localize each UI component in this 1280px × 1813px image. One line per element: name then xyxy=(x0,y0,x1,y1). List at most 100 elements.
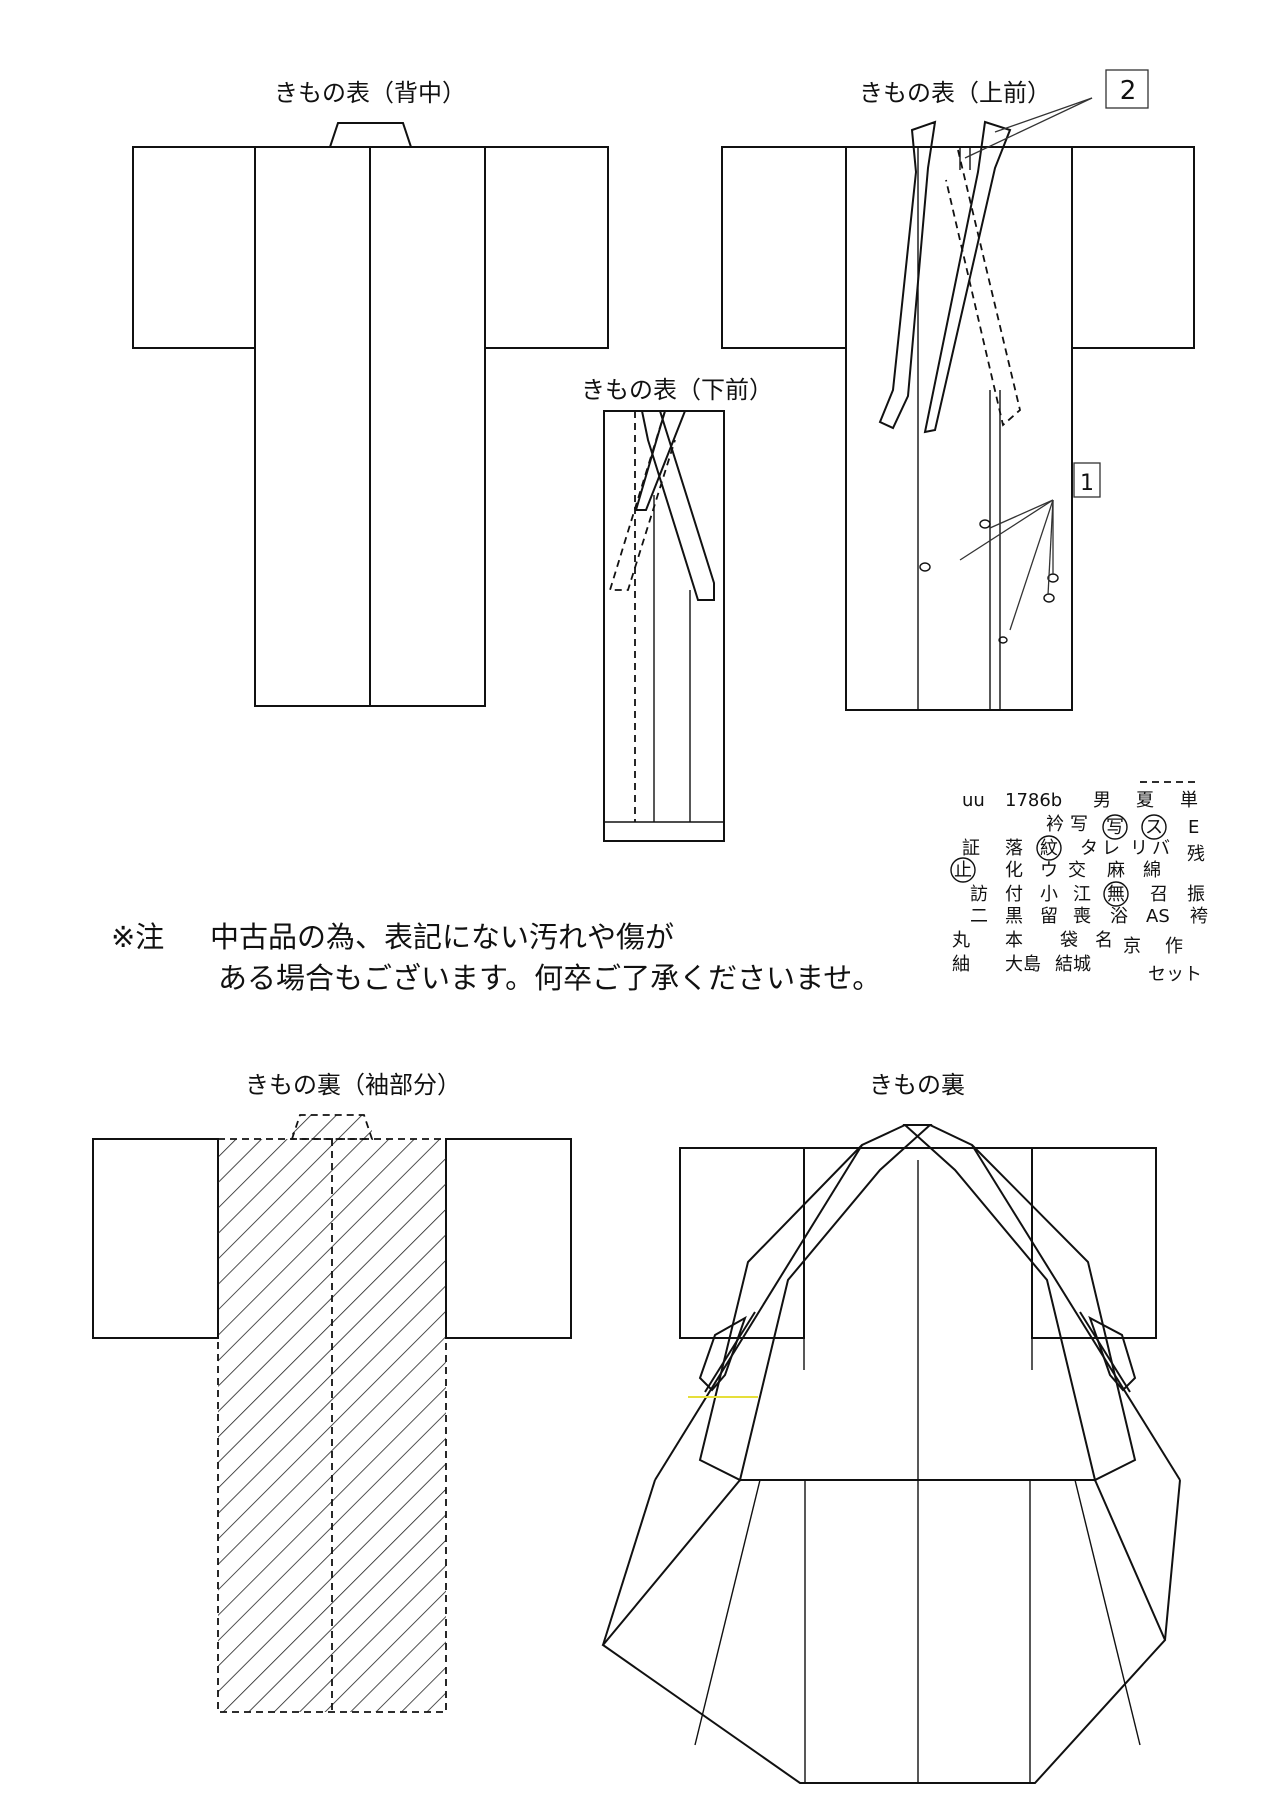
panel-seam xyxy=(1074,1479,1141,1746)
code-cell: 結城 xyxy=(1055,954,1091,975)
left-sleeve xyxy=(132,146,256,349)
code-cell: 紋 xyxy=(1040,838,1058,859)
code-cell: 化 xyxy=(1005,860,1023,881)
code-cell: ス xyxy=(1145,817,1163,838)
collar-band-right xyxy=(902,1124,1137,1482)
collar-band-edge xyxy=(1079,1311,1131,1393)
code-cell: 付 xyxy=(1005,884,1023,905)
flared-hem xyxy=(601,1479,1167,1784)
code-cell: 衿 xyxy=(1046,814,1064,835)
code-cell: 綿 xyxy=(1143,860,1161,881)
stain-mark xyxy=(1043,593,1055,603)
code-cell: 小 xyxy=(1040,884,1058,905)
collar-band xyxy=(923,120,1012,434)
note-line-2: ある場合もございます。何卒ご了承くださいませ。 xyxy=(218,961,881,995)
selected-circle xyxy=(1102,814,1128,840)
stain-mark xyxy=(979,519,991,529)
right-sleeve xyxy=(445,1138,572,1339)
selected-circle xyxy=(1141,814,1167,840)
item-code-grid: uu 1786b 男 夏 単 衿 写 写 ス E 証 落 紋 タ レ リ バ 残… xyxy=(950,781,1208,985)
code-cell: リ xyxy=(1130,838,1148,859)
title-lining: きもの裏 xyxy=(869,1071,965,1099)
code-cell: 落 xyxy=(1005,838,1023,859)
body-panel xyxy=(845,146,1073,711)
overlap-dashed xyxy=(608,410,676,591)
code-cell: ウ xyxy=(1040,860,1058,881)
under-collar-dashed xyxy=(945,149,1022,427)
collar-outer-left xyxy=(602,1479,656,1646)
pointer-line-2 xyxy=(964,97,1093,159)
code-cell: 残 xyxy=(1187,844,1205,865)
code-cell: レ xyxy=(1102,838,1120,859)
code-cell: AS xyxy=(1146,906,1170,927)
code-cell: 黒 xyxy=(1005,906,1023,927)
collar-band-edge xyxy=(704,1311,756,1393)
note-prefix: ※注 xyxy=(111,920,164,954)
collar-band-left xyxy=(698,1124,933,1482)
code-cell: 1786b xyxy=(1005,790,1062,811)
panel-seam xyxy=(694,1479,761,1746)
code-cell: 無 xyxy=(1107,884,1125,905)
title-lower-front: きもの表（下前） xyxy=(581,376,773,404)
note-line-1: 中古品の為、表記にない汚れや傷が xyxy=(210,920,674,954)
code-cell: 本 xyxy=(1005,930,1023,951)
stain-mark xyxy=(919,562,931,572)
code-cell: 丸 xyxy=(952,930,970,951)
code-cell: 夏 xyxy=(1136,790,1154,811)
code-cell: 単 xyxy=(1180,790,1198,811)
collar-tab xyxy=(328,122,413,148)
code-cell: 交 xyxy=(1068,860,1086,881)
usage-note: ※注 中古品の為、表記にない汚れや傷が ある場合もございます。何卒ご了承ください… xyxy=(111,920,881,995)
pointer-line-1 xyxy=(1009,499,1054,631)
code-cell: 証 xyxy=(962,838,980,859)
selected-circle xyxy=(950,857,976,883)
hatched-collar-area xyxy=(292,1115,372,1139)
code-cell: 止 xyxy=(954,860,972,881)
code-cell: 召 xyxy=(1150,884,1168,905)
code-cell: 写 xyxy=(1070,814,1088,835)
right-sleeve xyxy=(484,146,609,349)
code-cell: セット xyxy=(1148,964,1202,985)
collar-band xyxy=(640,410,715,601)
code-cell: 男 xyxy=(1093,790,1111,811)
title-lining-sleeve: きもの裏（袖部分） xyxy=(245,1071,461,1099)
code-cell: 袴 xyxy=(1190,906,1208,927)
code-cell: 名 xyxy=(1095,930,1113,951)
stain-mark xyxy=(998,636,1008,644)
collar-band xyxy=(634,410,687,511)
left-sleeve xyxy=(721,146,847,349)
collar-dashed xyxy=(290,1114,374,1140)
pointer-line-1 xyxy=(959,499,1054,561)
collar-band-left-tab xyxy=(698,1315,747,1392)
code-cell: E xyxy=(1188,817,1199,838)
kimono-upper-front-diagram: きもの表（上前） 2 1 xyxy=(721,69,1195,711)
marker-box-1 xyxy=(1073,462,1101,498)
pointer-line-1 xyxy=(1047,499,1054,596)
code-cell: 二 xyxy=(970,906,988,927)
code-cell: 浴 xyxy=(1110,906,1128,927)
code-cell: 紬 xyxy=(952,954,970,975)
pointer-line-2 xyxy=(994,97,1093,133)
left-sleeve xyxy=(92,1138,219,1339)
selected-circle xyxy=(1036,835,1062,861)
collar-outer-right xyxy=(1164,1479,1181,1641)
code-cell: 袋 xyxy=(1060,930,1078,951)
code-cell: バ xyxy=(1152,838,1170,859)
code-cell: 写 xyxy=(1106,817,1124,838)
marker-box-2 xyxy=(1105,69,1149,109)
kimono-lower-front-diagram: きもの表（下前） xyxy=(581,376,773,842)
code-cell: 江 xyxy=(1073,884,1091,905)
collar-band-right-tab xyxy=(1088,1315,1137,1392)
title-back: きもの表（背中） xyxy=(274,79,466,107)
pointer-line-1 xyxy=(989,499,1054,529)
collar-outer-left xyxy=(654,1144,863,1481)
code-cell: 喪 xyxy=(1073,906,1091,927)
hatched-body-area xyxy=(218,1139,446,1712)
kimono-back-diagram: きもの表（背中） xyxy=(132,79,609,707)
code-cell: 大島 xyxy=(1005,954,1041,975)
code-cell: 留 xyxy=(1040,906,1058,927)
right-sleeve xyxy=(1031,1147,1157,1339)
selected-circle xyxy=(1103,881,1129,907)
code-cell: uu xyxy=(962,790,985,811)
